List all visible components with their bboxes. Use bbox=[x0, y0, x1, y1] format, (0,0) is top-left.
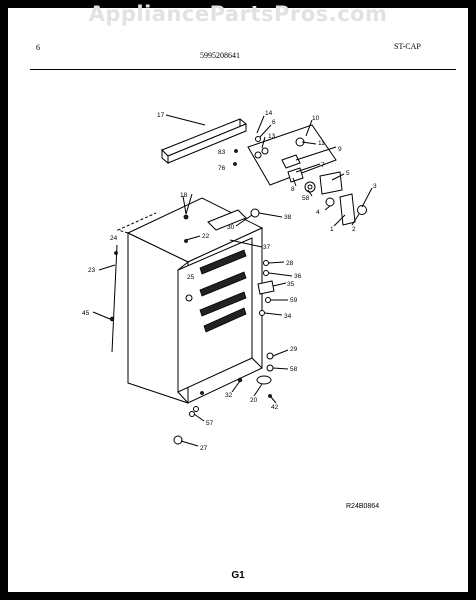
callout-36: 36 bbox=[294, 273, 302, 280]
callout-29: 29 bbox=[290, 346, 298, 353]
callout-23: 23 bbox=[88, 267, 96, 274]
page-label: G1 bbox=[231, 570, 245, 581]
callout-14: 14 bbox=[265, 110, 273, 117]
callout-76: 76 bbox=[218, 165, 226, 172]
callout-6: 6 bbox=[272, 119, 276, 126]
control-panel bbox=[247, 124, 337, 186]
callout-8: 8 bbox=[291, 186, 295, 193]
left-side-parts bbox=[109, 214, 193, 353]
callout-27: 27 bbox=[200, 445, 208, 452]
callout-37: 37 bbox=[263, 244, 271, 251]
callout-13: 13 bbox=[268, 133, 276, 140]
leader-lines bbox=[92, 114, 373, 447]
watermark: AppliancePartsPros.com bbox=[88, 2, 388, 26]
callout-9: 9 bbox=[338, 146, 342, 153]
header-left: 6 bbox=[36, 43, 40, 52]
callout-30-upper: 30 bbox=[227, 224, 235, 231]
callout-42: 42 bbox=[271, 404, 279, 411]
callout-34: 34 bbox=[284, 313, 292, 320]
right-side-parts bbox=[250, 208, 275, 398]
callout-83: 83 bbox=[218, 149, 226, 156]
callout-17: 17 bbox=[157, 112, 165, 119]
callout-30-lower: 20 bbox=[250, 397, 258, 404]
callout-22: 22 bbox=[202, 233, 210, 240]
diagram-code: R24B0864 bbox=[346, 503, 379, 510]
header-doc-number: 5995208641 bbox=[200, 51, 240, 60]
cabinet bbox=[116, 197, 264, 404]
callout-57: 57 bbox=[206, 420, 214, 427]
callout-25: 25 bbox=[187, 274, 195, 281]
callout-32: 32 bbox=[225, 392, 233, 399]
callout-58-upper: 58 bbox=[302, 195, 310, 202]
callout-45: 45 bbox=[82, 310, 90, 317]
callout-3: 3 bbox=[373, 183, 377, 190]
callout-18: 18 bbox=[180, 192, 188, 199]
callout-35: 35 bbox=[287, 281, 295, 288]
bottom-parts bbox=[173, 377, 243, 445]
panel-parts bbox=[233, 136, 367, 226]
callout-7: 7 bbox=[321, 162, 325, 169]
callout-24: 24 bbox=[110, 235, 118, 242]
callout-11: 11 bbox=[318, 140, 325, 147]
callout-38: 38 bbox=[284, 214, 292, 221]
callout-1: 1 bbox=[330, 226, 334, 233]
top-bracket bbox=[161, 118, 247, 165]
callout-4: 4 bbox=[316, 209, 320, 216]
callout-10: 10 bbox=[312, 115, 320, 122]
callout-2: 2 bbox=[352, 226, 356, 233]
callout-58-lower: 58 bbox=[290, 366, 298, 373]
header-right: ST-CAP bbox=[394, 42, 421, 51]
header-rule bbox=[30, 69, 456, 70]
callout-59: 59 bbox=[290, 297, 298, 304]
callout-labels: 17 14 6 13 10 11 9 83 76 7 8 5 58 3 4 1 … bbox=[82, 110, 377, 452]
callout-28: 28 bbox=[286, 260, 294, 267]
callout-5: 5 bbox=[346, 170, 350, 177]
